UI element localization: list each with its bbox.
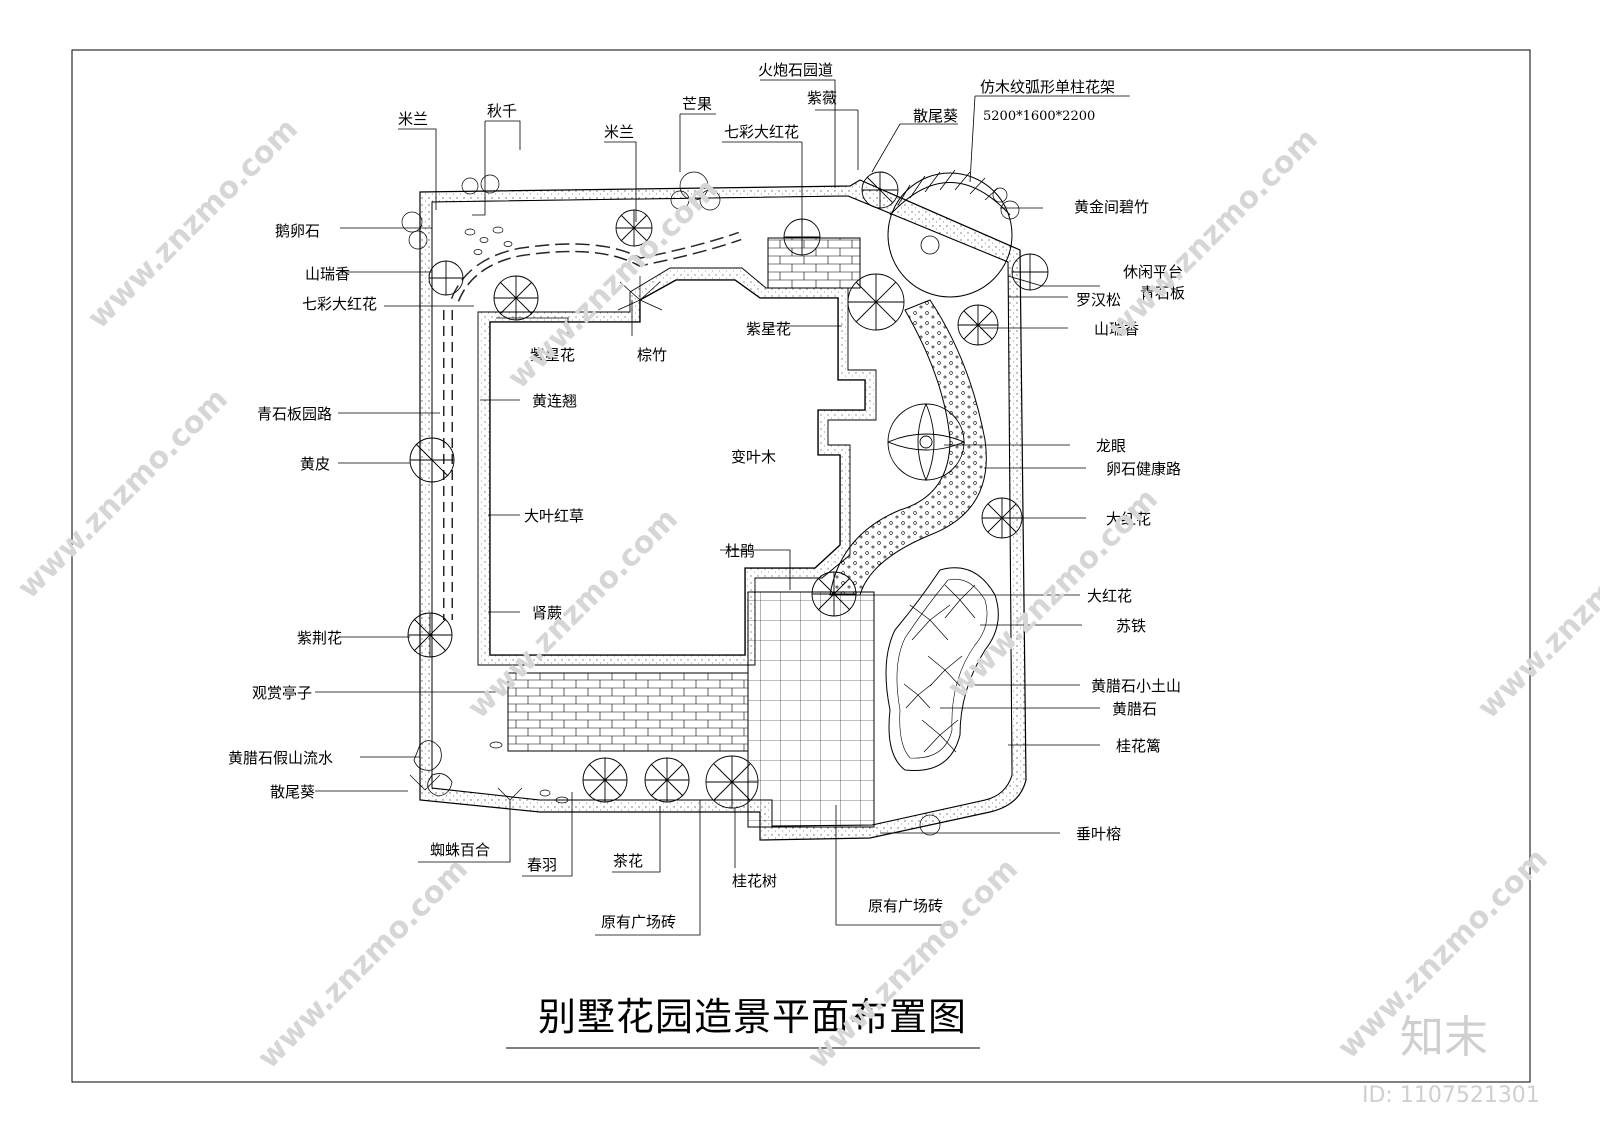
label-red-alternanthera: 大叶红草 xyxy=(524,507,584,525)
label-mango: 芒果 xyxy=(682,95,712,113)
tree-symbol xyxy=(705,755,759,809)
tree-symbol xyxy=(861,171,899,209)
bluestone-stepping-path xyxy=(443,231,742,620)
label-trellis: 仿木纹弧形单柱花架 xyxy=(980,78,1115,96)
tree-symbol xyxy=(981,497,1023,539)
shrub-symbol xyxy=(919,187,1020,836)
watermark-site: www.znzmo.com xyxy=(251,852,475,1076)
label-golden-bamboo: 黄金间碧竹 xyxy=(1074,198,1149,216)
tree-symbol xyxy=(409,437,455,483)
label-milan-top-left: 米兰 xyxy=(398,110,428,128)
tree-symbol xyxy=(1011,253,1049,291)
label-palm-bamboo: 棕竹 xyxy=(637,346,667,364)
tree-symbol xyxy=(582,757,628,803)
drawing-frame xyxy=(71,49,1531,1083)
watermark-brand: 知末 xyxy=(1400,1012,1488,1063)
label-hibiscus-right1: 大红花 xyxy=(1106,510,1151,528)
watermark-site: www.znzmo.com xyxy=(1471,502,1600,726)
label-colorful-hibiscus-left: 七彩大红花 xyxy=(302,295,377,313)
label-bluestone-path: 青石板园路 xyxy=(257,405,332,423)
label-pebbles: 鹅卵石 xyxy=(275,222,320,240)
page-title: 别墅花园造景平面布置图 xyxy=(538,995,967,1039)
label-trellis-dim: 5200*1600*2200 xyxy=(983,109,1095,124)
label-longan: 龙眼 xyxy=(1096,437,1126,455)
volcanic-stone-path-bricks xyxy=(767,237,861,289)
leisure-platform xyxy=(887,169,1013,298)
shrub-symbol xyxy=(670,171,721,211)
label-cycad: 苏铁 xyxy=(1116,617,1146,635)
label-pebble-path: 卵石健康路 xyxy=(1106,460,1181,478)
tree-symbol xyxy=(428,260,464,296)
label-tibouchina-mid: 紫星花 xyxy=(746,320,791,338)
label-camellia: 茶花 xyxy=(613,852,643,870)
label-osmanthus-tree: 桂花树 xyxy=(732,872,777,890)
tree-symbol xyxy=(615,209,653,247)
label-bluestone-slab: 青石板 xyxy=(1140,284,1185,302)
label-milan-top-mid: 米兰 xyxy=(604,123,634,141)
watermark-id: ID: 1107521301 xyxy=(1362,1083,1540,1108)
label-hibiscus-right2: 大红花 xyxy=(1087,587,1132,605)
label-podocarpus: 罗汉松 xyxy=(1076,291,1121,309)
label-sword-fern: 肾蕨 xyxy=(532,604,562,622)
watermark-site: www.znzmo.com xyxy=(81,112,305,336)
label-fan-palm-bottom: 散尾葵 xyxy=(270,783,315,801)
label-yellow-stone: 黄腊石 xyxy=(1112,700,1157,718)
plaza-tile-area-right xyxy=(747,591,875,828)
label-fan-palm-top: 散尾葵 xyxy=(913,107,958,125)
tree-symbol xyxy=(493,275,539,321)
label-plaza-tile-right: 原有广场砖 xyxy=(868,897,943,915)
label-plaza-tile-left: 原有广场砖 xyxy=(601,913,676,931)
shrub-symbol xyxy=(401,174,500,250)
rockery-symbol xyxy=(413,740,453,797)
label-yellow-stone-hill: 黄腊石小土山 xyxy=(1091,677,1181,695)
pebble-stones xyxy=(464,226,569,804)
label-pavilion: 观赏亭子 xyxy=(252,684,312,702)
tree-symbol xyxy=(407,612,453,658)
label-azalea: 杜鹃 xyxy=(725,542,755,560)
label-spider-lily: 蜘蛛百合 xyxy=(430,841,490,859)
tree-symbol xyxy=(644,757,690,803)
tree-symbol xyxy=(957,304,999,346)
label-osmanthus-hedge: 桂花篱 xyxy=(1116,737,1161,755)
label-leisure-platform: 休闲平台 xyxy=(1123,263,1183,281)
plaza-tile-area-left xyxy=(507,672,749,752)
label-tibouchina-left: 紫星花 xyxy=(530,346,575,364)
watermark-site: www.znzmo.com xyxy=(1101,122,1325,346)
label-weeping-fig: 垂叶榕 xyxy=(1076,825,1121,843)
tree-symbol xyxy=(811,571,857,617)
yellow-stone-hill xyxy=(885,567,999,772)
palm-symbol xyxy=(409,276,976,801)
label-ixora-left: 山瑞香 xyxy=(305,265,350,283)
watermark-site: www.znzmo.com xyxy=(11,382,235,606)
label-volcanic-path: 火炮石园道 xyxy=(758,61,833,79)
label-croton: 变叶木 xyxy=(731,448,776,466)
label-crape-myrtle: 紫薇 xyxy=(807,89,837,107)
label-ixora-right: 山瑞香 xyxy=(1094,320,1139,338)
house-footprint xyxy=(477,267,877,666)
longan-tree-symbol xyxy=(887,403,966,482)
label-wampee: 黄皮 xyxy=(300,455,330,473)
tree-symbol xyxy=(847,273,905,331)
label-colorful-hibiscus-top: 七彩大红花 xyxy=(724,123,799,141)
label-swing: 秋千 xyxy=(487,102,517,120)
label-rockery-water: 黄腊石假山流水 xyxy=(228,749,333,767)
watermark-site: www.znzmo.com xyxy=(801,852,1025,1076)
plant-labels: 米兰 秋千 米兰 芒果 七彩大红花 火炮石园道 紫薇 散尾葵 仿木纹弧形单柱花架… xyxy=(228,61,1185,931)
tree-symbol xyxy=(783,218,821,256)
leader-lines xyxy=(315,79,1130,936)
label-golden-dewdrop: 黄连翘 xyxy=(532,392,577,410)
label-bauhinia: 紫荆花 xyxy=(297,629,342,647)
pebble-health-path xyxy=(829,299,987,596)
label-philodendron: 春羽 xyxy=(527,856,557,874)
